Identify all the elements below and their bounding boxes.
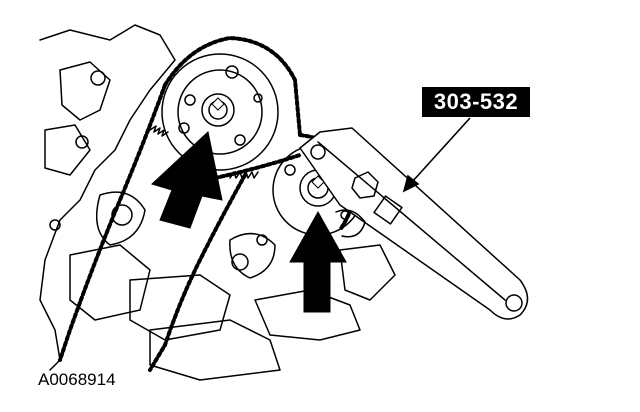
block-bore bbox=[90, 70, 106, 86]
engine-block-detail bbox=[229, 232, 276, 279]
block-bore bbox=[75, 135, 89, 149]
torx-bolt-icon bbox=[211, 97, 225, 111]
block-bore bbox=[49, 219, 61, 231]
wrench-pivot bbox=[310, 144, 326, 160]
timing-chain bbox=[163, 36, 302, 137]
sprocket-hole bbox=[184, 94, 196, 106]
figure-reference-id: A0068914 bbox=[38, 370, 116, 389]
sprocket-hole bbox=[234, 134, 246, 146]
timing-chain bbox=[213, 153, 302, 180]
callout-leader-line bbox=[411, 117, 471, 183]
engine-block-detail bbox=[339, 244, 396, 301]
up-arrow-icon bbox=[289, 210, 347, 313]
block-bore bbox=[231, 253, 249, 271]
engine-block-outline bbox=[39, 24, 176, 371]
wrench-hex bbox=[351, 171, 379, 199]
sprocket-hole bbox=[253, 93, 263, 103]
left-cam-hub bbox=[201, 93, 235, 127]
torx-bolt-icon bbox=[311, 175, 325, 189]
sprocket-hole bbox=[225, 65, 239, 79]
timing-chain bbox=[58, 83, 167, 362]
wrench-detail bbox=[335, 209, 366, 238]
holding-wrench-tool-edge bbox=[317, 141, 506, 301]
sprocket-teeth bbox=[229, 171, 259, 179]
wrench-end-hole bbox=[505, 294, 523, 312]
sprocket-hole bbox=[284, 164, 296, 176]
up-arrow-icon bbox=[151, 131, 223, 229]
callout-arrowhead bbox=[402, 174, 420, 193]
engine-block-detail bbox=[59, 61, 111, 121]
left-cam-sprocket bbox=[161, 53, 279, 171]
engine-block-detail bbox=[95, 191, 146, 246]
wrench-square-drive bbox=[373, 195, 403, 225]
engine-block-detail bbox=[149, 319, 281, 381]
timing-chain bbox=[148, 173, 247, 372]
engine-block-detail bbox=[44, 124, 91, 176]
sprocket-teeth bbox=[149, 125, 169, 137]
left-cam-sprocket-inner bbox=[177, 69, 263, 155]
block-bore bbox=[256, 234, 268, 246]
sprocket-hole bbox=[178, 122, 190, 134]
tool-number-callout: 303-532 bbox=[422, 87, 530, 117]
engine-block-detail bbox=[69, 244, 151, 321]
engine-block-detail bbox=[129, 274, 231, 341]
